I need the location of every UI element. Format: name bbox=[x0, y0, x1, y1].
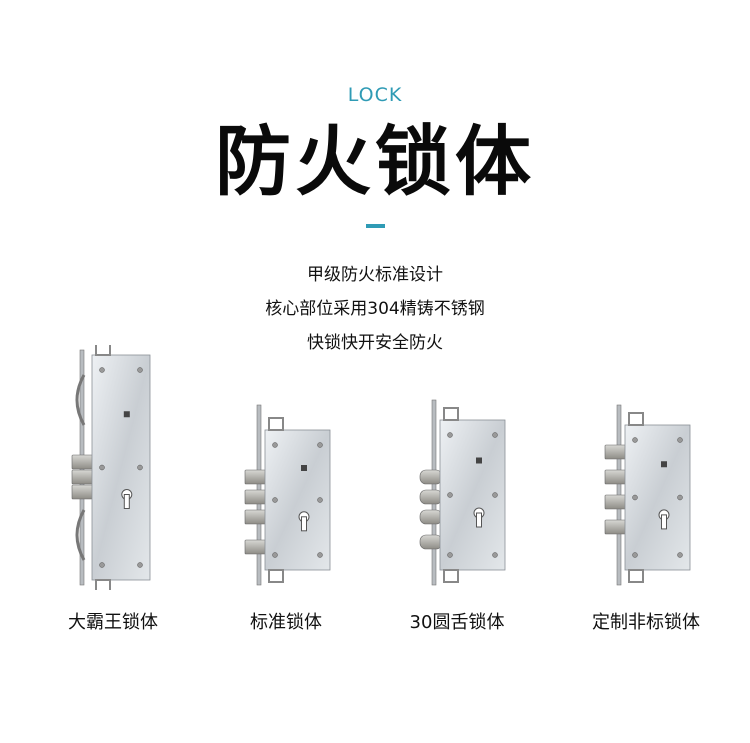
deadbolt bbox=[604, 469, 628, 485]
cylinder-slot bbox=[123, 494, 130, 509]
product-image-custom-lock bbox=[604, 404, 691, 586]
deadbolt bbox=[419, 489, 443, 505]
deadbolt bbox=[71, 469, 95, 485]
top-rod-hook bbox=[443, 407, 459, 421]
feature-item: 甲级防火标准设计 bbox=[307, 265, 443, 285]
deadbolt bbox=[419, 509, 443, 525]
handle-rod bbox=[75, 509, 86, 561]
product-image-round-lock bbox=[419, 399, 506, 586]
title-divider bbox=[366, 224, 385, 228]
spindle-hole bbox=[661, 461, 667, 468]
product-label: 标准锁体 bbox=[250, 612, 322, 633]
deadbolt bbox=[71, 454, 95, 470]
screw bbox=[272, 442, 278, 448]
screw bbox=[272, 552, 278, 558]
spindle-hole bbox=[123, 411, 130, 418]
screw bbox=[447, 492, 453, 498]
screw bbox=[99, 367, 105, 373]
spindle-hole bbox=[476, 457, 482, 464]
deadbolt bbox=[419, 534, 443, 550]
cylinder-slot bbox=[661, 514, 667, 530]
feature-item: 快锁快开安全防火 bbox=[307, 333, 443, 353]
page-title: 防火锁体 bbox=[215, 117, 535, 206]
cylinder-slot bbox=[301, 516, 307, 532]
deadbolt bbox=[604, 444, 628, 460]
screw bbox=[677, 552, 683, 558]
deadbolt bbox=[244, 489, 268, 505]
screw bbox=[272, 497, 278, 503]
product-label: 30圆舌锁体 bbox=[409, 612, 505, 633]
deadbolt bbox=[71, 484, 95, 500]
top-rod-hook bbox=[628, 412, 644, 426]
screw bbox=[99, 464, 105, 471]
deadbolt bbox=[244, 469, 268, 485]
feature-item: 核心部位采用304精铸不锈钢 bbox=[265, 299, 485, 319]
deadbolt bbox=[244, 509, 268, 525]
deadbolt bbox=[419, 469, 443, 485]
screw bbox=[447, 432, 453, 438]
screw bbox=[137, 562, 143, 568]
screw bbox=[632, 437, 638, 443]
screw bbox=[492, 492, 498, 498]
section-eyebrow: LOCK bbox=[347, 84, 403, 106]
screw bbox=[317, 497, 323, 503]
bottom-rod-hook bbox=[268, 569, 284, 583]
screw bbox=[447, 552, 453, 558]
screw bbox=[317, 552, 323, 558]
top-rod-hook bbox=[268, 417, 284, 431]
screw bbox=[492, 552, 498, 558]
deadbolt bbox=[604, 519, 628, 535]
screw bbox=[99, 562, 105, 568]
product-image-super-lock bbox=[71, 345, 151, 590]
screw bbox=[632, 494, 638, 501]
screw bbox=[137, 367, 143, 373]
handle-rod bbox=[75, 374, 86, 426]
screw bbox=[677, 494, 683, 501]
product-image-standard-lock bbox=[244, 404, 331, 586]
cylinder-slot bbox=[476, 512, 482, 528]
screw bbox=[677, 437, 683, 443]
screw bbox=[632, 552, 638, 558]
deadbolt bbox=[244, 539, 268, 555]
bottom-rod-hook bbox=[443, 569, 459, 583]
deadbolt bbox=[604, 494, 628, 510]
product-label: 定制非标锁体 bbox=[592, 612, 700, 633]
product-label: 大霸王锁体 bbox=[68, 612, 158, 633]
screw bbox=[137, 464, 143, 471]
screw bbox=[317, 442, 323, 448]
screw bbox=[492, 432, 498, 438]
feature-list: 甲级防火标准设计 核心部位采用304精铸不锈钢 快锁快开安全防火 bbox=[0, 258, 750, 360]
bottom-rod-hook bbox=[95, 579, 111, 590]
spindle-hole bbox=[301, 465, 307, 471]
top-rod-hook bbox=[95, 345, 111, 356]
bottom-rod-hook bbox=[628, 569, 644, 583]
